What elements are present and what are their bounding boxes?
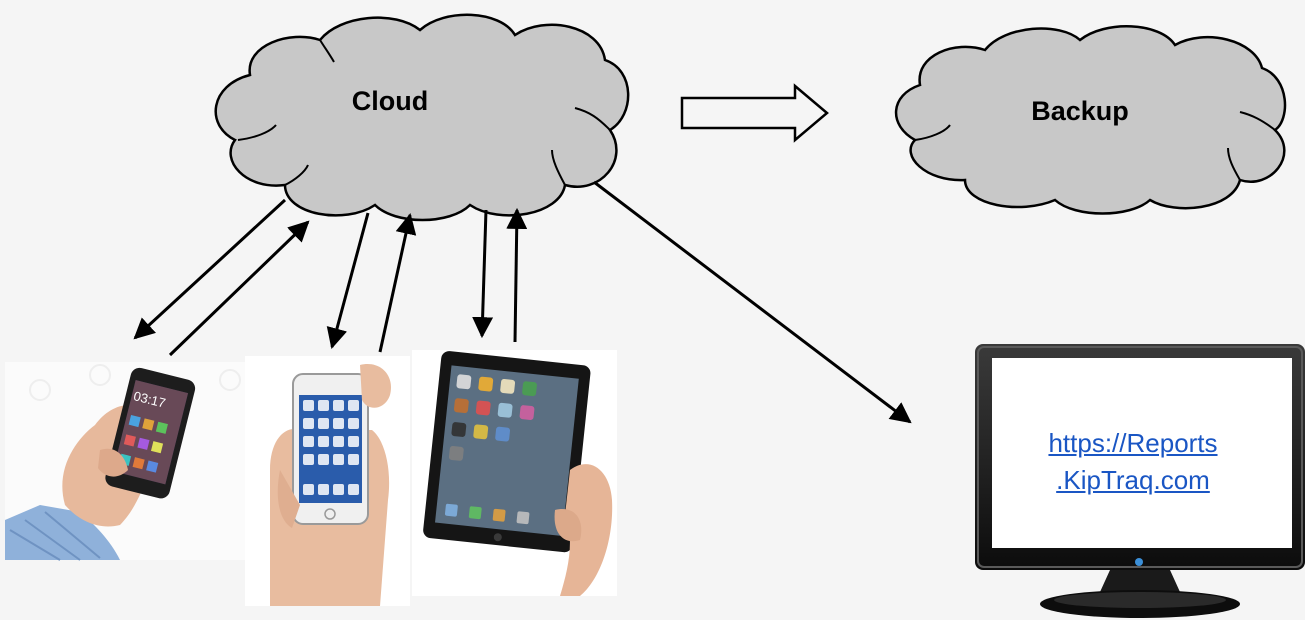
- reports-url-line2[interactable]: .KipTraq.com: [1056, 465, 1210, 495]
- arrow-phone1-to-cloud: [168, 220, 310, 357]
- reports-url-line1[interactable]: https://Reports: [1048, 428, 1218, 458]
- iphone-photo: [245, 356, 410, 606]
- monitor-illustration: [975, 344, 1305, 618]
- arrow-phone2-to-cloud: [378, 212, 417, 353]
- arrow-cloud-to-tablet: [472, 209, 494, 339]
- arrow-tablet-to-cloud: [506, 207, 528, 343]
- backup-cloud-shape: [894, 25, 1287, 215]
- reports-url-link[interactable]: https://Reports .KipTraq.com: [1008, 425, 1258, 499]
- arrow-cloud-to-phone1: [133, 198, 287, 340]
- arrow-cloud-to-reports: [593, 180, 912, 424]
- ipad-photo: [412, 350, 617, 596]
- arrow-cloud-to-phone2: [326, 212, 370, 350]
- android-phone-photo: 03:17: [5, 362, 245, 561]
- cloud-label: Cloud: [351, 86, 429, 116]
- cloud-shape: [214, 13, 630, 222]
- backup-arrow: [680, 83, 829, 143]
- backup-label: Backup: [1031, 96, 1129, 126]
